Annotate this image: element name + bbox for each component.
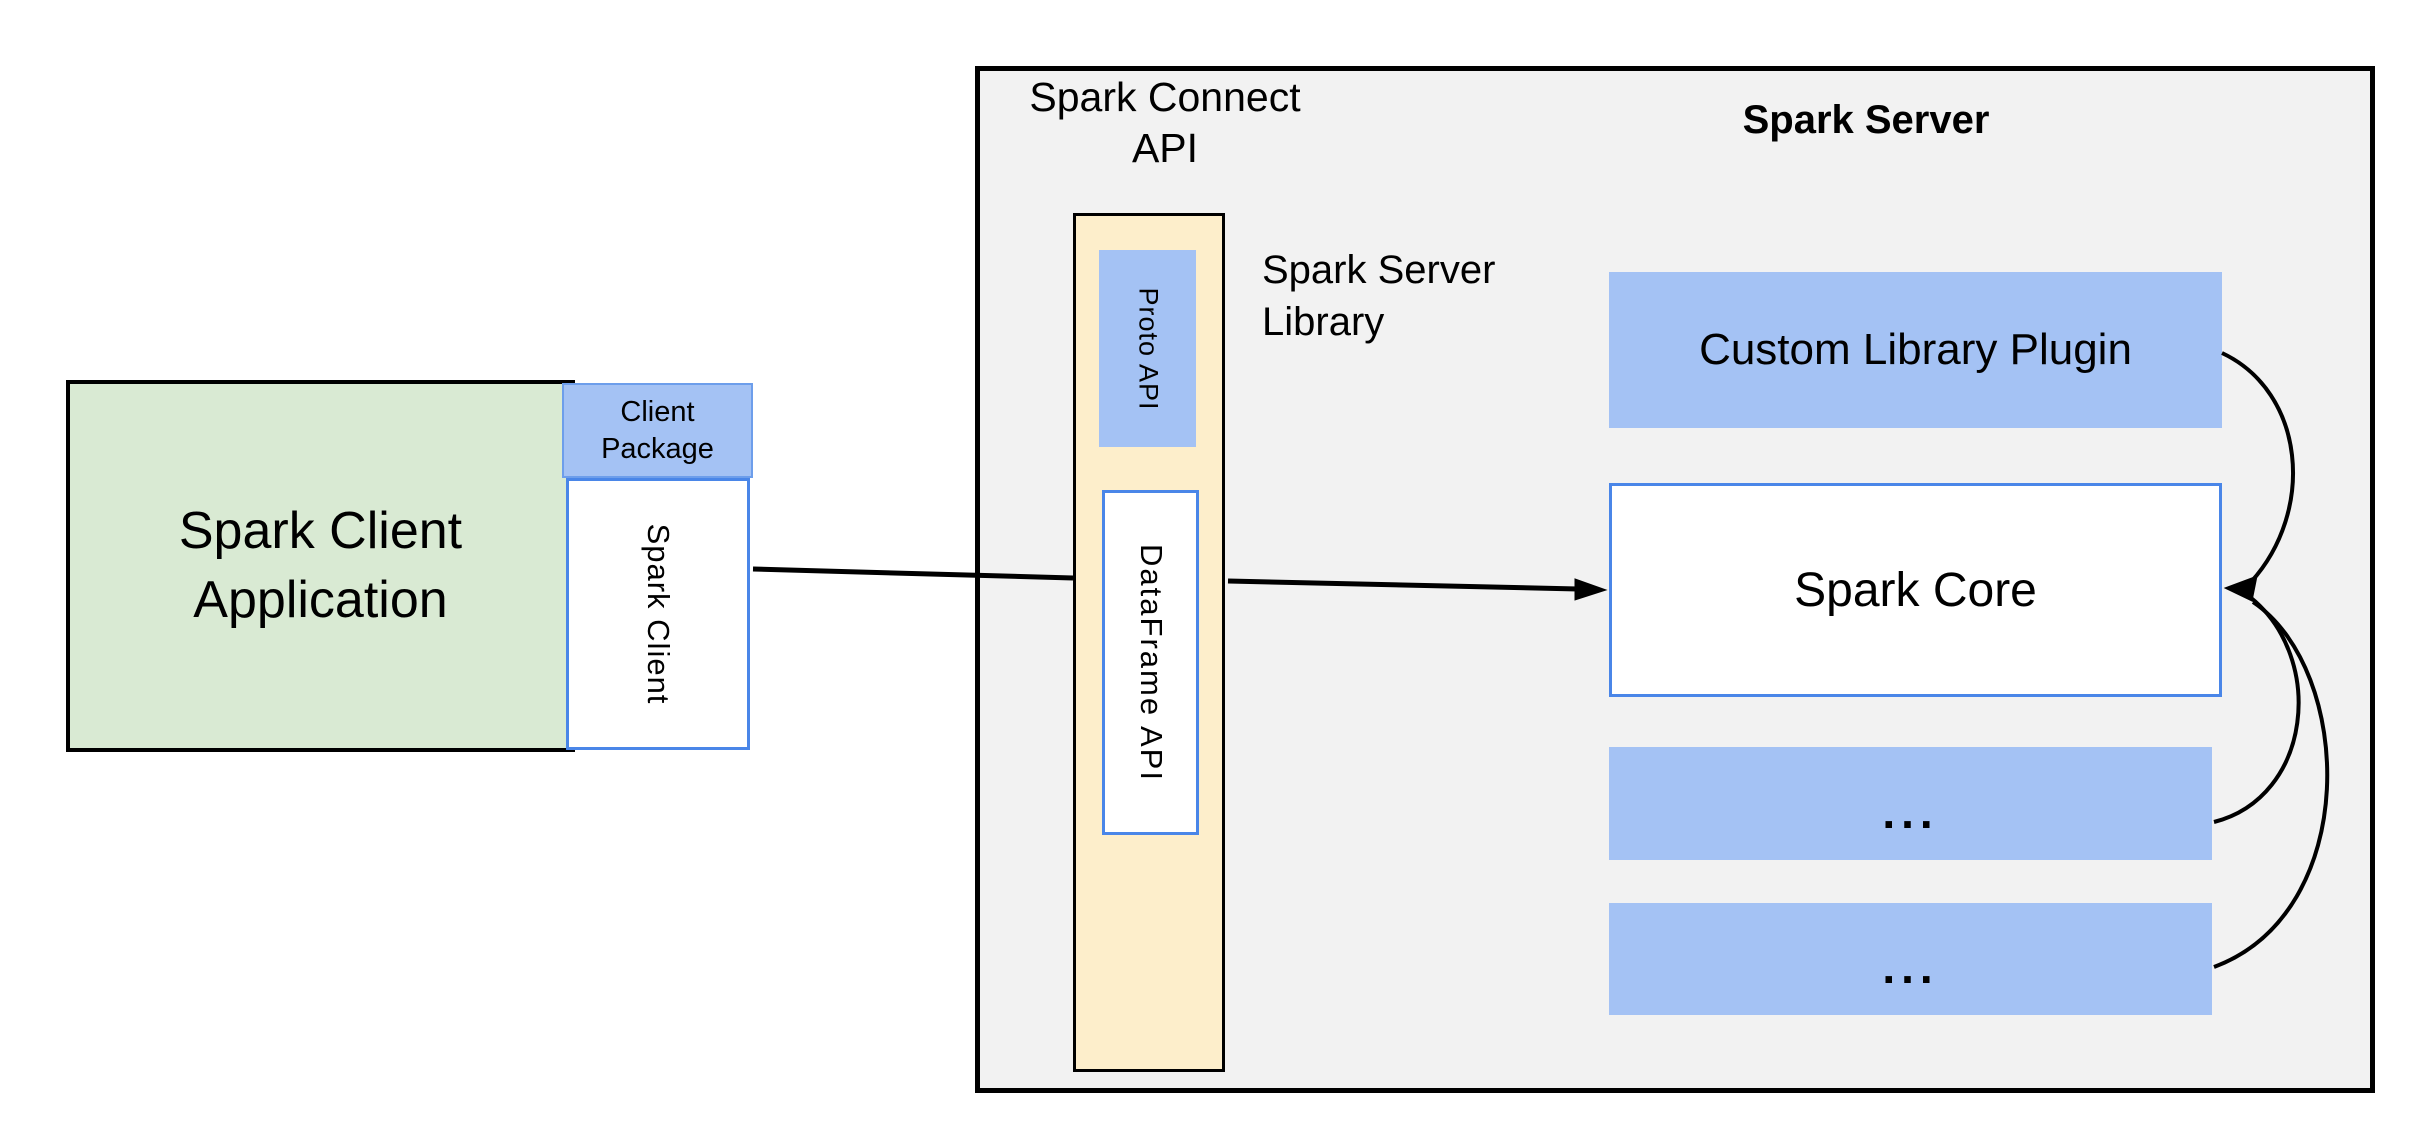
spark-client-box: Spark Client [566,478,750,750]
client-package-label-line1: Client [620,396,695,429]
spark-server-library-label: Spark Server Library [1262,244,1562,348]
spark-connect-api-title: Spark Connect API [995,72,1335,175]
spark-server-title: Spark Server [1742,98,1990,142]
more-plugins-box-2: ... [1609,903,2212,1015]
client-package-label-line2: Package [601,432,714,465]
dataframe-api-box: DataFrame API [1102,490,1199,835]
client-package-box: Client Package [562,383,753,478]
spark-server-library-label-line1: Spark Server [1262,248,1496,292]
spark-client-application-box: Spark Client Application [66,380,575,752]
dataframe-api-label: DataFrame API [1133,543,1169,782]
spark-core-label: Spark Core [1794,563,2037,617]
custom-library-plugin-box: Custom Library Plugin [1609,272,2222,428]
spark-client-application-label-line2: Application [193,571,448,629]
custom-library-plugin-label: Custom Library Plugin [1699,325,2132,374]
spark-connect-api-title-line2: API [1131,125,1199,172]
more-plugins-label-2: ... [1882,941,1939,993]
more-plugins-label-1: ... [1882,785,1939,838]
spark-connect-api-title-line1: Spark Connect [1029,74,1301,120]
more-plugins-box-1: ... [1609,747,2212,860]
spark-client-application-label-line1: Spark Client [178,502,463,561]
spark-core-box: Spark Core [1609,483,2222,697]
proto-api-label: Proto API [1133,286,1163,411]
spark-client-label: Spark Client [641,523,676,705]
proto-api-box: Proto API [1099,250,1196,447]
spark-server-library-label-line2: Library [1262,300,1385,344]
